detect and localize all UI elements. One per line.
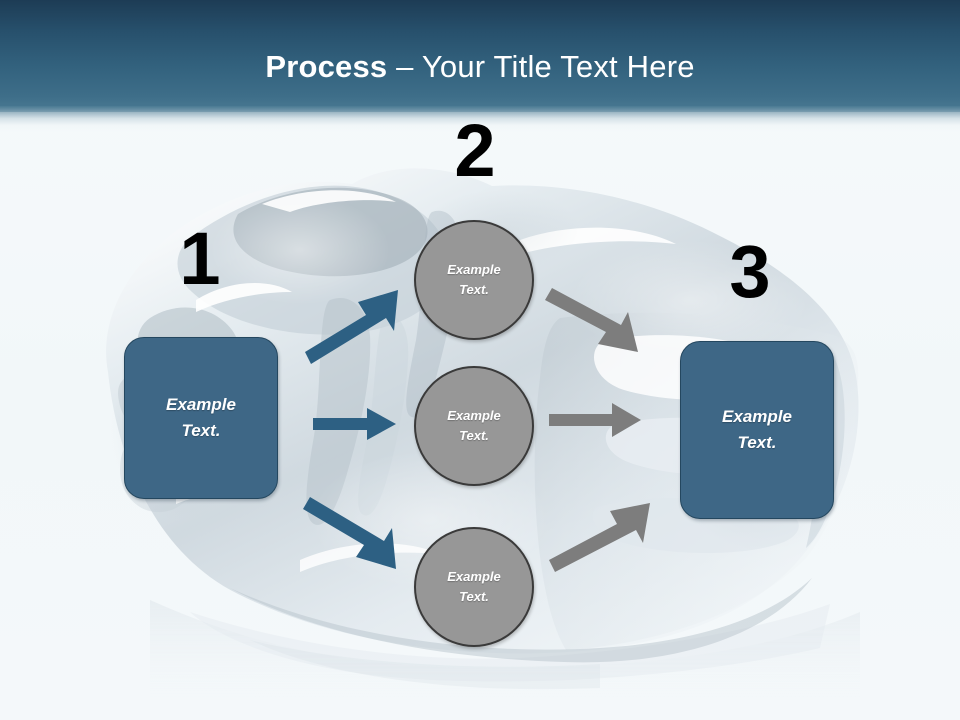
process-circle-bottom-label: Example Text.	[447, 569, 501, 604]
step-number-1: 1	[179, 217, 221, 300]
process-box-left[interactable]: Example Text.	[124, 337, 278, 499]
arrow-left-to-bottom-circle	[303, 497, 396, 569]
process-circle-top-label: Example Text.	[447, 262, 501, 297]
step-number-2: 2	[454, 109, 496, 192]
arrow-left-to-top-circle	[305, 290, 398, 364]
page-title: Process – Your Title Text Here	[0, 48, 960, 86]
process-circle-top[interactable]: Example Text.	[414, 220, 534, 340]
process-circle-middle-label: Example Text.	[447, 408, 501, 443]
process-box-right-label: Example Text.	[722, 407, 792, 452]
arrow-left-to-middle-circle	[313, 408, 396, 440]
arrow-top-circle-to-right	[545, 288, 638, 352]
slide-header-banner	[0, 0, 960, 112]
arrow-bottom-circle-to-right	[549, 503, 650, 572]
arrow-middle-circle-to-right	[549, 403, 641, 437]
process-circle-bottom[interactable]: Example Text.	[414, 527, 534, 647]
page-title-regular: – Your Title Text Here	[387, 49, 695, 84]
process-box-right[interactable]: Example Text.	[680, 341, 834, 519]
header-gradient-fade	[0, 106, 960, 132]
process-circle-middle[interactable]: Example Text.	[414, 366, 534, 486]
page-title-bold: Process	[265, 49, 388, 84]
process-box-left-label: Example Text.	[166, 395, 236, 440]
step-number-3: 3	[729, 230, 771, 313]
